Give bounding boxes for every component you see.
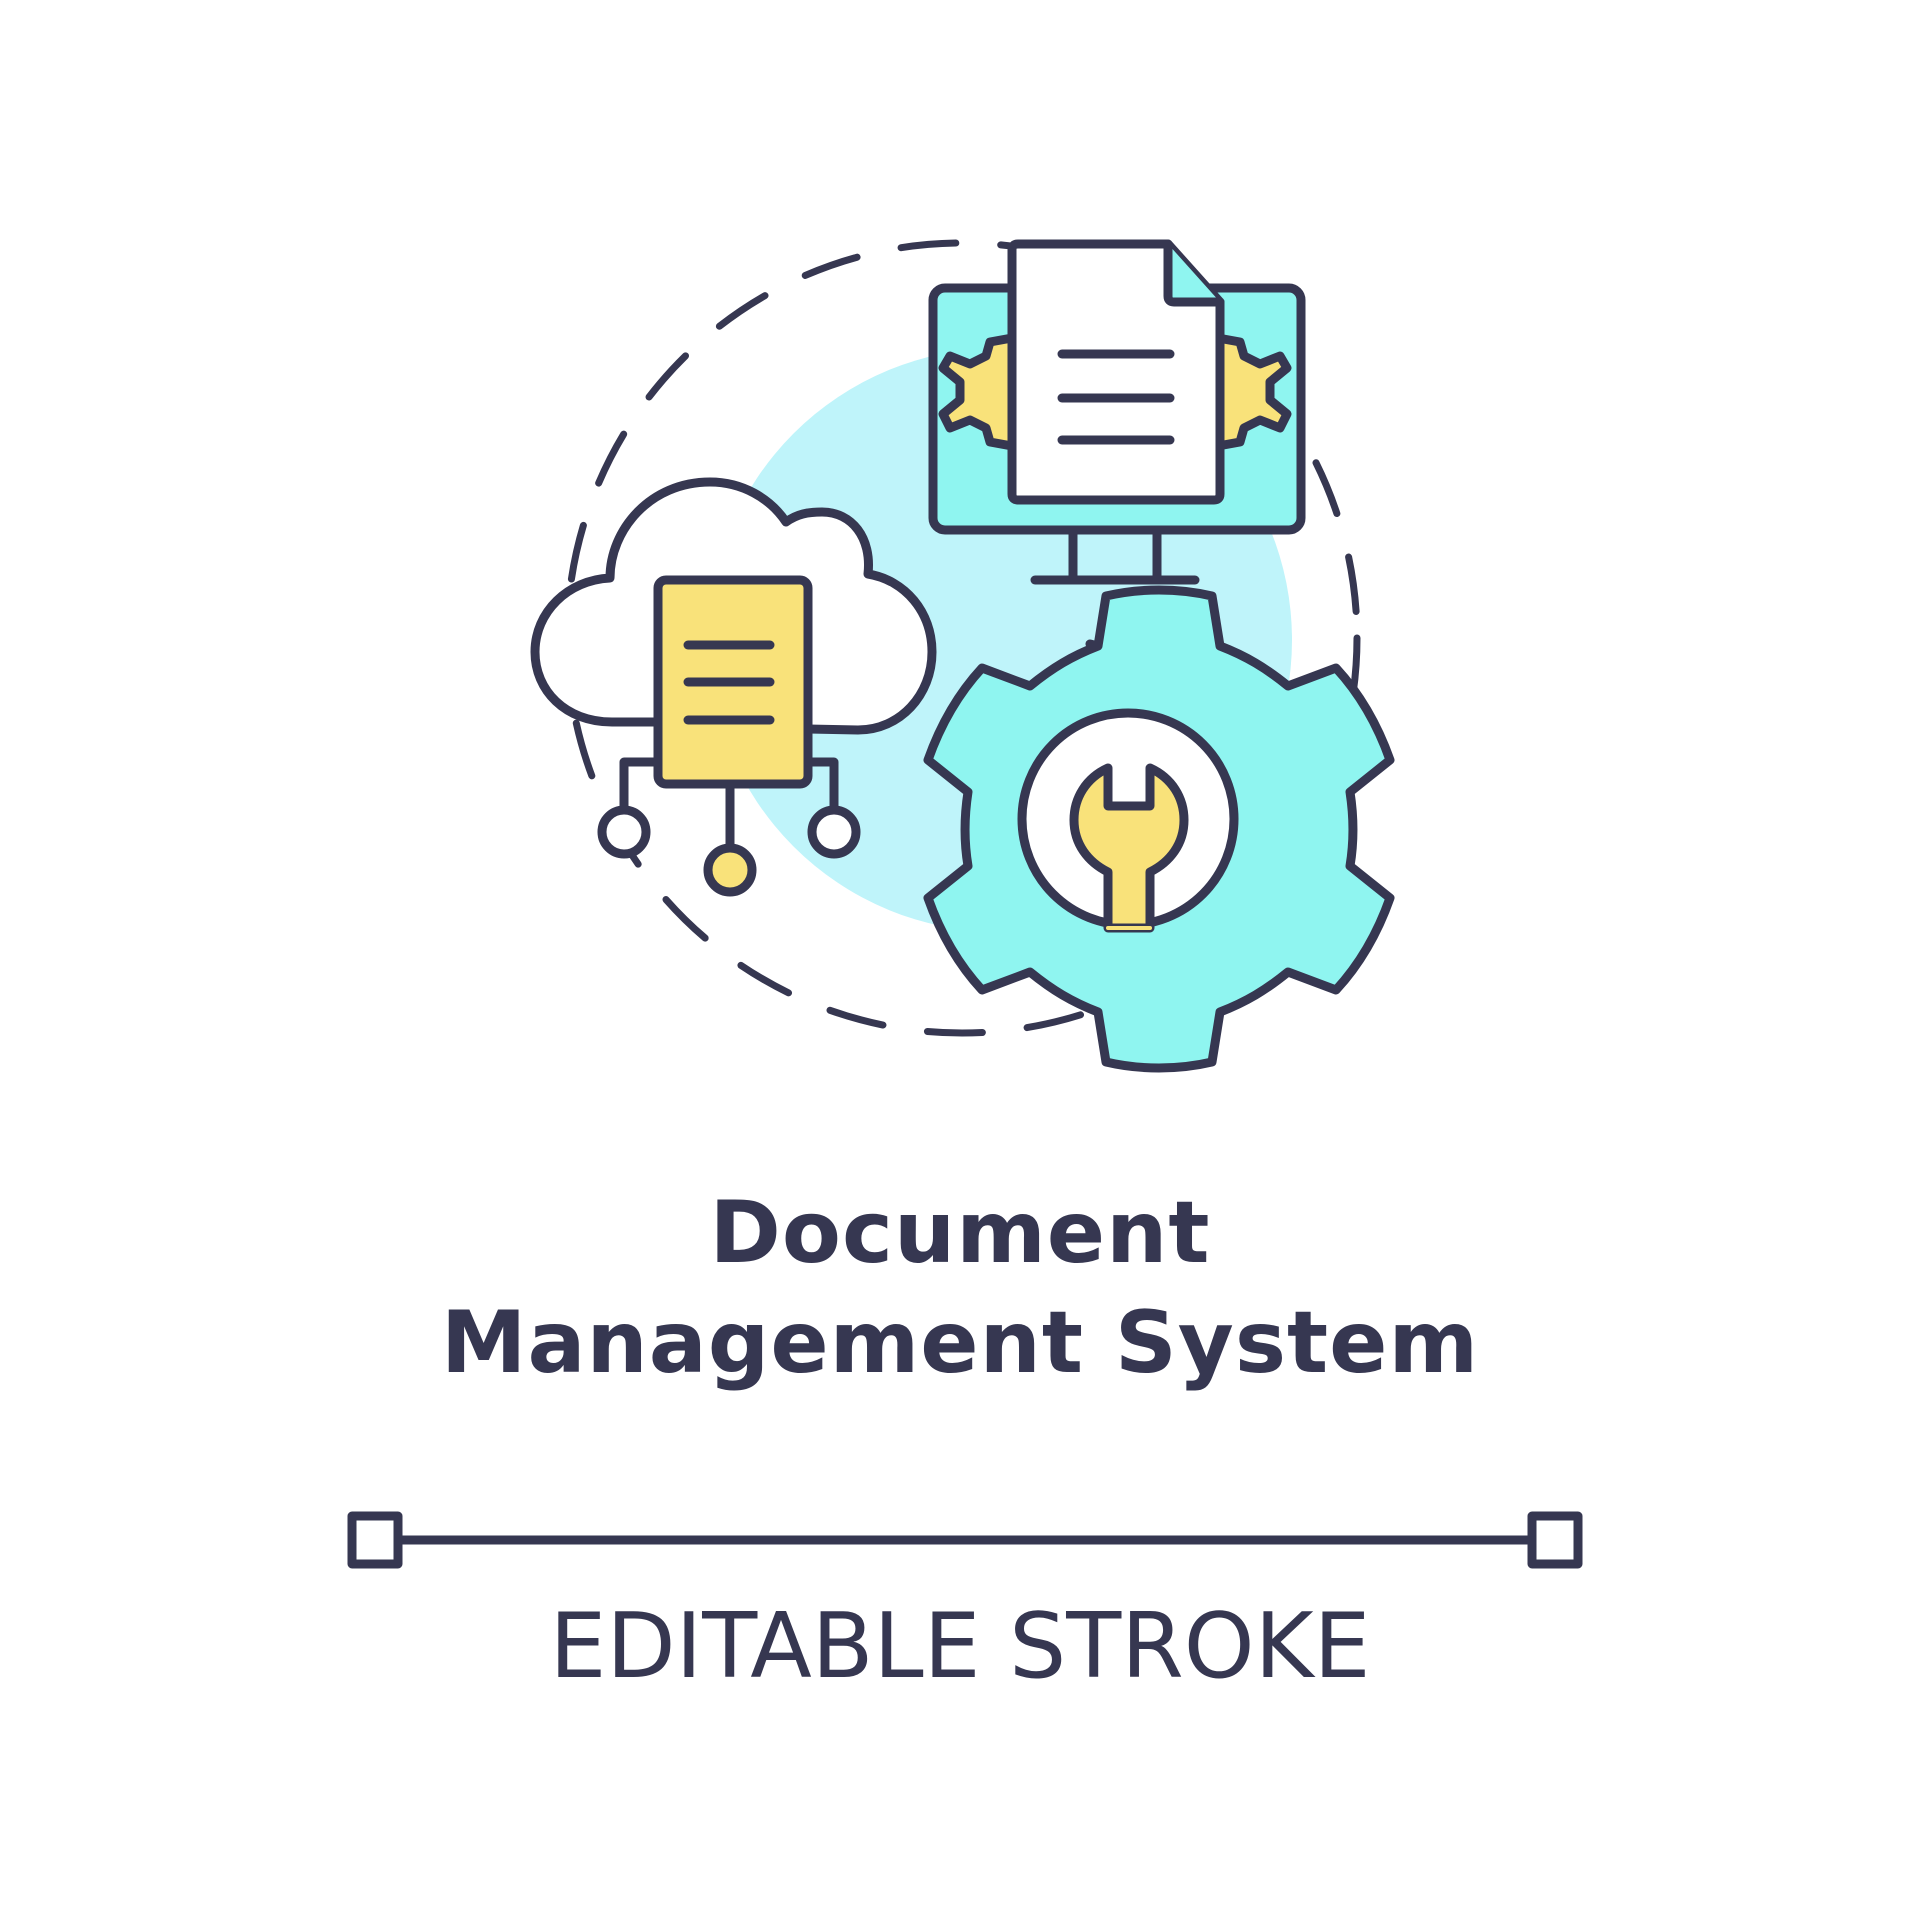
editable-stroke-caption: EDITABLE STROKE: [549, 1594, 1371, 1699]
network-node-icon: [597, 757, 861, 897]
server-document-icon: [653, 575, 813, 789]
document-icon: [1007, 239, 1225, 505]
stroke-handle-right: [1527, 1511, 1583, 1569]
editable-stroke-line: [347, 1511, 1583, 1569]
right-small-gear-icon: [1213, 333, 1292, 451]
title-line-1: Document: [709, 1183, 1211, 1283]
stroke-handle-left: [347, 1511, 403, 1569]
left-small-gear-icon: [938, 333, 1017, 451]
title-line-2: Management System: [440, 1293, 1480, 1393]
wrench-icon: [1069, 763, 1189, 933]
